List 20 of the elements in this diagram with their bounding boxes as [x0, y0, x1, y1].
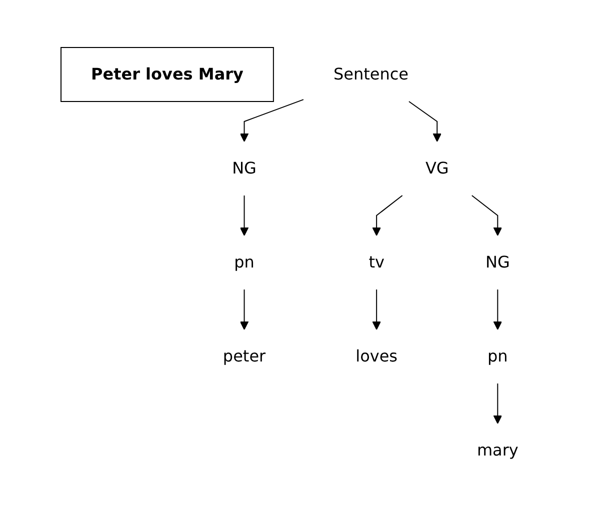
node-box: Peter loves Mary — [60, 47, 274, 102]
arrow — [493, 289, 502, 330]
node-text: pn — [487, 346, 508, 366]
arrow — [240, 99, 304, 142]
node-text: mary — [476, 440, 518, 460]
arrow — [372, 289, 381, 330]
node-text: tv — [368, 252, 384, 272]
node-text: pn — [234, 252, 254, 272]
node-text: peter — [222, 346, 266, 366]
node-text: NG — [485, 252, 510, 272]
arrow — [408, 101, 442, 142]
node-text: VG — [425, 158, 449, 178]
arrow — [493, 383, 502, 424]
arrow — [372, 195, 403, 236]
arrow — [471, 195, 502, 236]
node-text: Sentence — [333, 64, 408, 84]
node-text: NG — [232, 158, 256, 178]
arrow — [240, 195, 248, 236]
node-text: loves — [355, 346, 398, 366]
arrow — [240, 289, 248, 330]
